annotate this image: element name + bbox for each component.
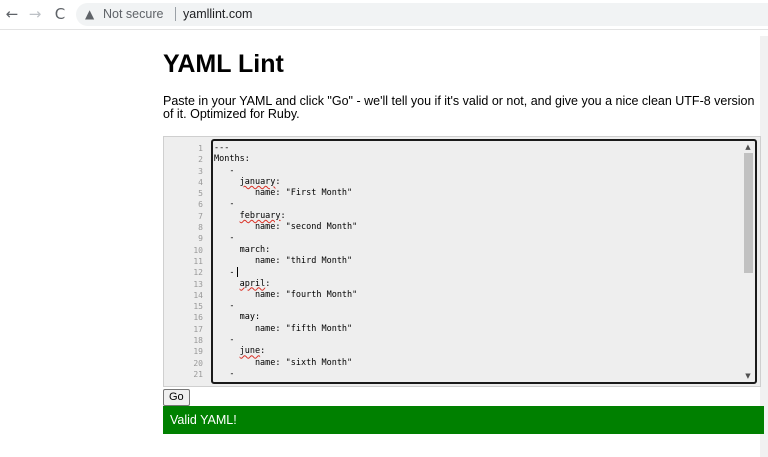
- code-line: name: "First Month": [214, 188, 353, 199]
- line-number: 17: [193, 324, 203, 334]
- misspelled-word: january: [239, 176, 276, 187]
- code-line: april:: [239, 278, 271, 289]
- code-line: -: [214, 301, 235, 312]
- editor-scrollbar-thumb[interactable]: [744, 153, 753, 273]
- code-line: name: "sixth Month": [214, 357, 353, 368]
- forward-arrow-icon[interactable]: →: [28, 5, 42, 23]
- code-line: -: [214, 199, 235, 210]
- line-number: 19: [193, 347, 203, 357]
- code-lines: ---Months: - january: name: "First Month…: [214, 143, 357, 380]
- code-line: -: [214, 165, 235, 176]
- line-number: 4: [198, 177, 203, 187]
- line-number: 7: [198, 211, 203, 221]
- line-number: 14: [193, 290, 203, 300]
- scroll-down-icon[interactable]: ▼: [745, 372, 751, 380]
- line-number: 5: [198, 189, 203, 199]
- text-caret: [237, 267, 239, 278]
- back-arrow-icon[interactable]: ←: [5, 5, 19, 23]
- warning-icon[interactable]: ▲: [85, 7, 95, 21]
- line-number: 20: [193, 358, 203, 368]
- misspelled-word: february: [239, 210, 281, 221]
- line-number: 18: [193, 336, 203, 346]
- line-number: 8: [198, 223, 203, 233]
- line-number: 11: [193, 256, 203, 266]
- line-number: 21: [193, 369, 203, 379]
- intro-text: Paste in your YAML and click "Go" - we'l…: [163, 94, 755, 121]
- code-line: name: "fourth Month": [214, 289, 358, 300]
- code-line: name: "fifth Month": [214, 323, 353, 334]
- line-number: 1: [198, 144, 203, 153]
- code-line: name: "third Month": [214, 255, 353, 266]
- address-bar[interactable]: ▲ Not secure yamllint.com: [76, 3, 768, 26]
- line-number: 6: [198, 200, 203, 210]
- code-line: january:: [239, 176, 281, 187]
- line-number: 12: [193, 268, 203, 278]
- code-line: june:: [239, 346, 266, 357]
- go-button[interactable]: Go: [163, 389, 190, 406]
- browser-toolbar: ← → C ▲ Not secure yamllint.com: [0, 0, 768, 30]
- page-title: YAML Lint: [163, 50, 284, 78]
- code-line: -: [214, 233, 235, 244]
- reload-icon[interactable]: C: [54, 5, 66, 23]
- code-line: name: "second Month": [214, 222, 358, 233]
- line-number: 9: [198, 234, 203, 244]
- result-banner: Valid YAML!: [163, 406, 764, 434]
- code-line: february:: [239, 210, 286, 221]
- misspelled-word: june: [239, 346, 261, 357]
- line-number: 10: [193, 245, 203, 255]
- code-line: may:: [214, 312, 261, 323]
- yaml-input[interactable]: ---Months: - january: name: "First Month…: [211, 139, 757, 384]
- code-line: -: [214, 368, 235, 379]
- misspelled-word: april: [239, 278, 266, 289]
- code-line: march:: [214, 244, 271, 255]
- line-number: 3: [198, 166, 203, 176]
- code-line: -: [214, 335, 235, 346]
- security-label[interactable]: Not secure: [103, 7, 164, 21]
- address-separator: [175, 7, 176, 21]
- page-scrollbar[interactable]: [760, 36, 768, 457]
- code-line: ---: [214, 143, 230, 153]
- line-number: 15: [193, 302, 203, 312]
- line-number: 16: [193, 313, 203, 323]
- url-text[interactable]: yamllint.com: [183, 7, 253, 21]
- line-number: 2: [198, 155, 203, 165]
- result-message: Valid YAML!: [170, 413, 237, 427]
- scroll-up-icon[interactable]: ▲: [745, 143, 751, 151]
- code-line: -: [214, 267, 357, 278]
- line-number: 13: [193, 279, 203, 289]
- code-line: Months:: [214, 154, 250, 165]
